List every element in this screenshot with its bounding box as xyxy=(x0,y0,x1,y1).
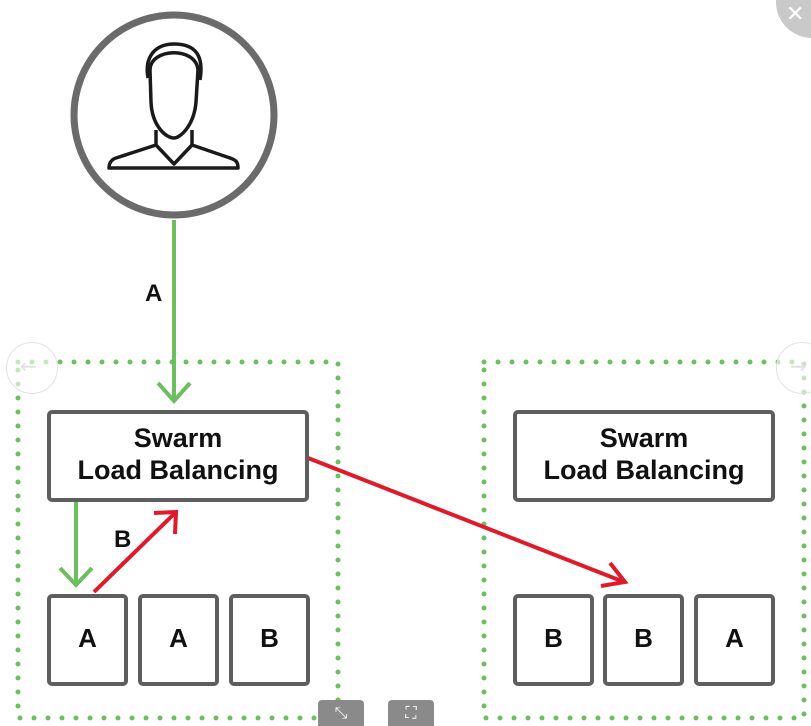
lb-to-remote-task-arrow xyxy=(307,456,625,584)
left-load-balancer-line1: Swarm xyxy=(133,423,223,453)
left-load-balancer-box xyxy=(47,410,309,502)
left-task-label-2: A xyxy=(169,623,188,653)
lb-to-remote-task-arrowhead xyxy=(600,561,629,588)
arrow-right-icon[interactable]: → xyxy=(790,354,807,378)
arrow-left-icon[interactable]: ← xyxy=(20,354,37,378)
fullscreen-icon[interactable]: ⛶ xyxy=(388,700,434,726)
user-avatar-icon xyxy=(70,11,278,219)
edge-label-local-task: B xyxy=(114,526,132,553)
task-to-lb-return-arrow xyxy=(92,511,177,594)
right-load-balancer-line1: Swarm xyxy=(599,423,689,453)
left-load-balancer-label: Swarm Load Balancing xyxy=(49,422,307,486)
left-task-label-1: A xyxy=(78,623,97,653)
edge-label-user-to-lb: A xyxy=(145,280,163,307)
left-task-label-3: B xyxy=(260,623,279,653)
left-load-balancer-line2: Load Balancing xyxy=(77,455,279,485)
right-task-label-2: B xyxy=(634,623,653,653)
left-task-box-1 xyxy=(47,594,128,686)
right-task-label-1: B xyxy=(544,623,563,653)
user-to-load-balancer-arrowhead xyxy=(156,381,192,405)
right-load-balancer-box xyxy=(513,410,775,502)
task-to-lb-return-arrowhead xyxy=(153,509,179,535)
next-image-button[interactable] xyxy=(776,342,811,394)
right-task-label-3: A xyxy=(725,623,744,653)
right-load-balancer-label: Swarm Load Balancing xyxy=(515,422,773,486)
lb-to-local-task-arrowhead xyxy=(58,566,94,588)
right-task-box-3 xyxy=(694,594,775,686)
right-load-balancer-line2: Load Balancing xyxy=(543,455,745,485)
right-task-box-1 xyxy=(513,594,594,686)
left-task-box-2 xyxy=(138,594,219,686)
left-task-box-3 xyxy=(229,594,310,686)
close-icon[interactable]: ✕ xyxy=(786,2,805,27)
left-cluster-boundary xyxy=(15,359,341,721)
prev-image-button[interactable] xyxy=(6,342,58,394)
right-cluster-boundary xyxy=(481,359,807,721)
right-task-box-2 xyxy=(603,594,684,686)
actual-size-icon[interactable]: ⤡ xyxy=(318,700,364,726)
